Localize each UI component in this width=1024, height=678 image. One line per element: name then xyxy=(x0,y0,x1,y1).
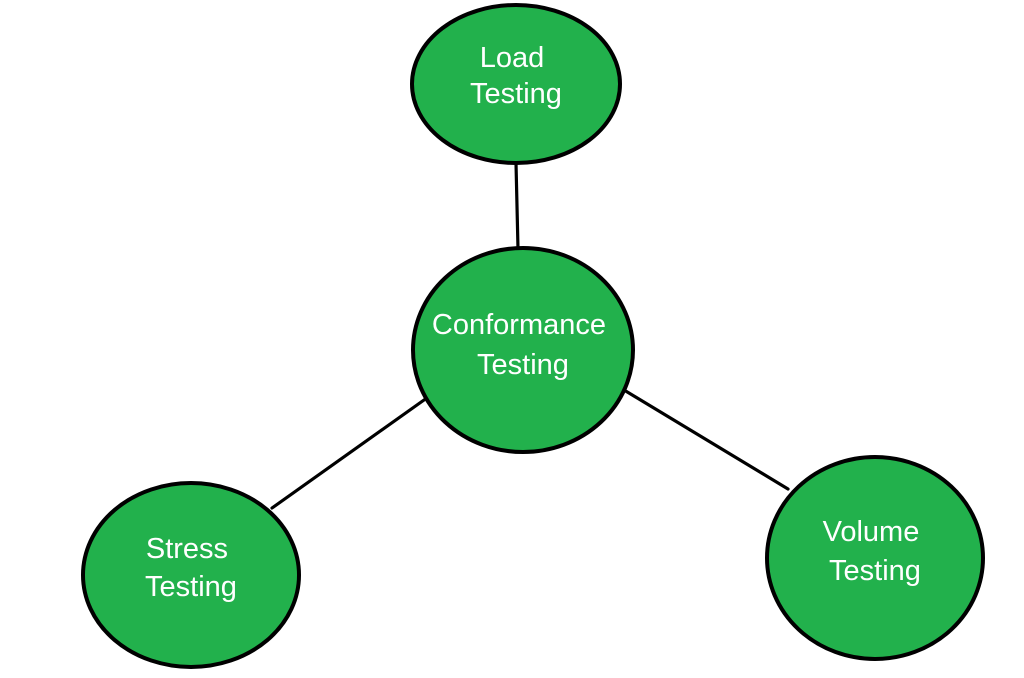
volume-testing-label-line1: Volume xyxy=(823,516,920,548)
stress-testing-label: Stress Testing xyxy=(145,533,237,603)
volume-testing-ellipse xyxy=(765,455,985,661)
stress-testing-label-line2: Testing xyxy=(145,571,237,603)
volume-testing-label: Volume Testing xyxy=(823,516,928,587)
edge-conformance-load xyxy=(514,161,520,251)
conformance-testing-label-line2: Testing xyxy=(477,349,569,381)
stress-testing-ellipse xyxy=(81,481,301,669)
node-volume-testing: Volume Testing xyxy=(765,455,985,661)
load-testing-label-line1: Load xyxy=(480,42,545,74)
load-testing-label-line2: Testing xyxy=(470,78,562,110)
node-load-testing: Load Testing xyxy=(410,3,622,165)
conformance-testing-label-line1: Conformance xyxy=(432,309,606,341)
stress-testing-label-line1: Stress xyxy=(146,533,228,565)
node-stress-testing: Stress Testing xyxy=(81,481,301,669)
volume-testing-label-line2: Testing xyxy=(829,555,921,587)
load-testing-label: Load Testing xyxy=(470,42,562,110)
conformance-testing-label: Conformance Testing xyxy=(432,309,614,381)
node-conformance-testing: Conformance Testing xyxy=(411,246,635,454)
edge-conformance-stress xyxy=(270,398,426,510)
load-testing-ellipse xyxy=(410,3,622,165)
conformance-testing-ellipse xyxy=(411,246,635,454)
edge-conformance-volume xyxy=(622,388,790,491)
